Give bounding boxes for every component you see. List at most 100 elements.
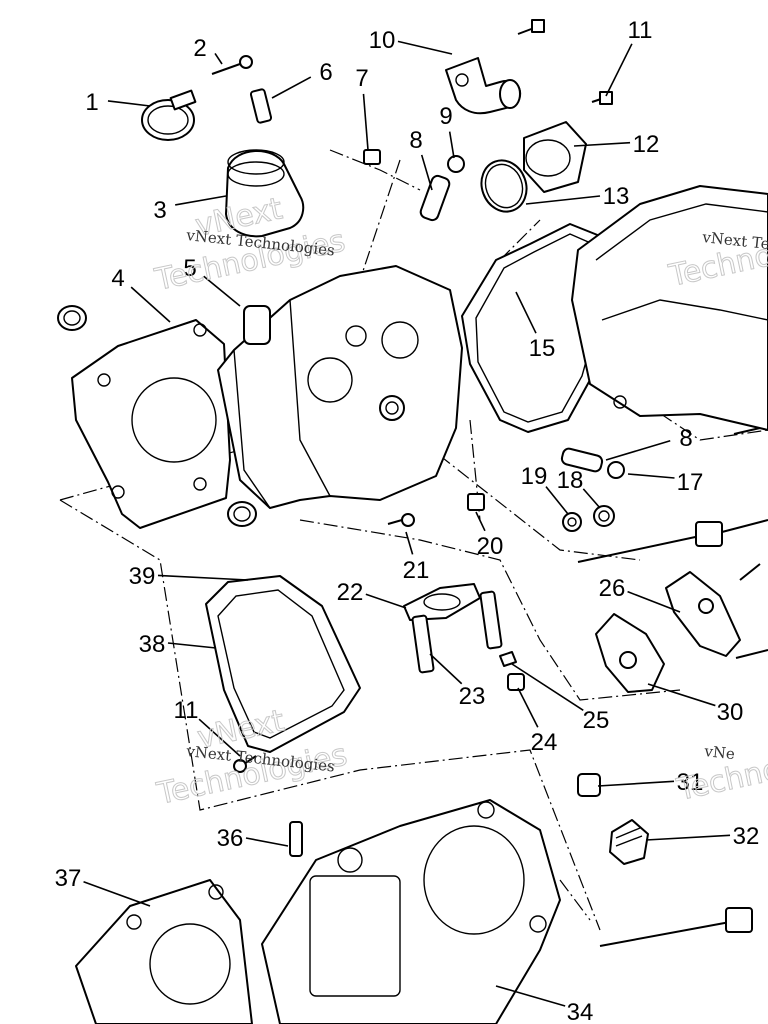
valve-guide-lower [560, 447, 604, 473]
cylinder-block [261, 799, 561, 1024]
head-gasket [71, 319, 231, 529]
thermostat-elbow [445, 57, 522, 115]
callout-label-c8b: 8 [679, 425, 692, 452]
callout-label-c31: 31 [677, 769, 704, 796]
water-outlet [523, 121, 587, 193]
valve-cover [571, 185, 768, 431]
callout-leader-c3 [175, 195, 227, 206]
callout-label-c15: 15 [529, 335, 556, 362]
callout-leader-c15 [515, 291, 537, 334]
callout-label-c11b: 11 [174, 697, 199, 724]
bolt-upper [517, 19, 613, 105]
callout-leader-c5 [203, 275, 241, 307]
callout-leader-c22 [365, 593, 407, 609]
callout-label-c3: 3 [153, 197, 166, 224]
callout-label-c36: 36 [217, 825, 244, 852]
cap [447, 155, 465, 173]
callout-leader-c19 [545, 486, 569, 515]
intake-boot [225, 149, 305, 238]
callout-label-c21: 21 [403, 557, 430, 584]
washer [562, 512, 582, 532]
dowel-pin [363, 149, 381, 165]
callout-leader-c7 [362, 93, 369, 151]
callout-leader-c17 [627, 473, 675, 479]
callout-label-c39: 39 [129, 563, 156, 590]
exhaust-gasket [403, 583, 481, 621]
callout-leader-c12 [573, 141, 631, 147]
breather-nipple [289, 821, 303, 857]
callout-label-c8: 8 [409, 127, 422, 154]
callout-leader-c2 [214, 53, 223, 65]
callout-leader-c31 [597, 780, 675, 787]
stud-right [735, 649, 768, 659]
callout-label-c19: 19 [521, 463, 548, 490]
oil-fitting [609, 819, 649, 865]
callout-leader-c34 [495, 985, 566, 1007]
long-bolt-lower [599, 907, 753, 947]
rocker-arm-26 [665, 571, 741, 657]
callout-leader-c6 [271, 76, 312, 99]
base-gasket [75, 879, 253, 1024]
callout-label-c17: 17 [677, 469, 704, 496]
seal-lower [227, 501, 257, 527]
callout-leader-c18 [582, 488, 601, 509]
callout-label-c18: 18 [557, 467, 584, 494]
callout-leader-c39 [157, 574, 249, 581]
callout-label-c10: 10 [369, 27, 396, 54]
callout-leader-c20 [475, 511, 486, 532]
callout-leader-c8b [605, 439, 671, 461]
callout-label-c38: 38 [139, 631, 166, 658]
dowel-31 [577, 773, 601, 797]
pin [467, 493, 485, 511]
callout-label-c32: 32 [733, 823, 760, 850]
callout-leader-c1 [107, 100, 151, 107]
valve-guide-upper [419, 174, 451, 222]
callout-label-c1: 1 [85, 89, 98, 116]
callout-label-c12: 12 [633, 131, 660, 158]
hose-clamp [141, 89, 197, 141]
bolt-right [733, 427, 761, 581]
callout-label-c5: 5 [183, 255, 196, 282]
callout-leader-c21 [405, 531, 414, 555]
bolt-21 [387, 513, 415, 527]
callout-label-c23: 23 [459, 683, 486, 710]
callout-leader-c8 [420, 154, 433, 191]
callout-leader-c37 [83, 881, 151, 907]
clip-25 [499, 651, 517, 667]
long-bolt-upper [577, 519, 768, 563]
clamp-screw [211, 55, 253, 75]
callout-leader-c11b [198, 718, 241, 757]
callout-leader-c9 [448, 131, 455, 159]
callout-label-c20: 20 [477, 533, 504, 560]
callout-label-c9: 9 [439, 103, 452, 130]
callout-leader-c13 [525, 195, 601, 205]
callout-label-c25: 25 [583, 707, 610, 734]
callout-label-c4: 4 [111, 265, 124, 292]
callout-leader-c23 [429, 653, 463, 685]
callout-label-c26: 26 [599, 575, 626, 602]
callout-leader-c25 [511, 663, 584, 711]
bolt-lower-11 [233, 755, 257, 773]
roller-24 [507, 673, 525, 691]
callout-leader-c11 [605, 43, 633, 97]
callout-label-c13: 13 [603, 183, 630, 210]
callout-leader-c32 [645, 834, 731, 841]
rocker-arm-30 [595, 613, 665, 693]
plug [593, 505, 615, 527]
cylinder-head [217, 265, 463, 509]
callout-label-c30: 30 [717, 699, 744, 726]
callout-leader-c38 [167, 642, 217, 649]
callout-leader-c10 [397, 40, 453, 55]
exhaust-studs [411, 590, 503, 674]
stud-bolt [249, 88, 273, 124]
seal-left [57, 305, 87, 331]
callout-label-c24: 24 [531, 729, 558, 756]
cam-cover [205, 575, 361, 753]
cap-lower [607, 461, 625, 479]
callout-leader-c36 [245, 837, 289, 847]
watermark-text-w4: vNe [703, 742, 736, 763]
callout-label-c6: 6 [319, 59, 332, 86]
